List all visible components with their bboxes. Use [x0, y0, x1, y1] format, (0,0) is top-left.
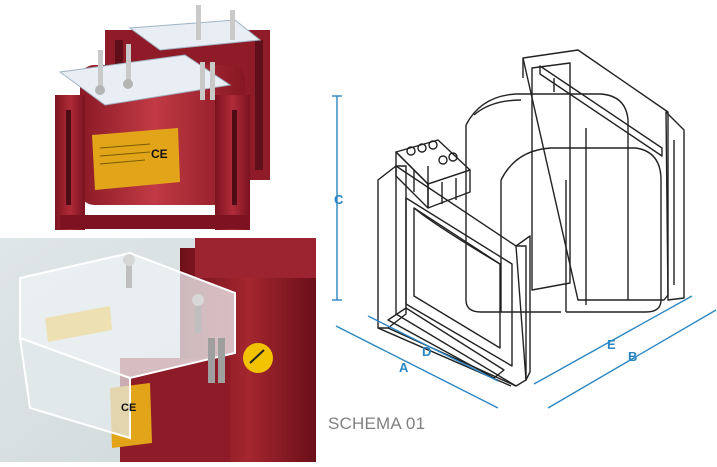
- dimension-label-d: D: [422, 344, 432, 359]
- dimension-label-a: A: [399, 360, 409, 375]
- transformer-dimension-diagram: C D A E B: [316, 0, 717, 462]
- transformer-photo-bottom-image: [0, 238, 316, 462]
- transformer-photo-bottom: CE: [0, 238, 316, 462]
- schema-caption: SCHEMA 01: [328, 414, 426, 433]
- dimension-line-b: [547, 309, 717, 409]
- dimension-label-e: E: [607, 337, 616, 352]
- dimension-line-a: [335, 325, 499, 409]
- ce-mark-top: CE: [151, 147, 168, 161]
- dimension-line-d: [367, 315, 499, 382]
- dimension-label-c: C: [334, 192, 344, 207]
- dimension-line-e: [533, 295, 693, 385]
- transformer-line-drawing: [332, 49, 717, 409]
- ce-mark-bottom: CE: [121, 402, 137, 414]
- transformer-photo-top: CE: [0, 0, 316, 238]
- transformer-photo-top-image: [0, 0, 316, 238]
- dimension-label-b: B: [628, 349, 638, 364]
